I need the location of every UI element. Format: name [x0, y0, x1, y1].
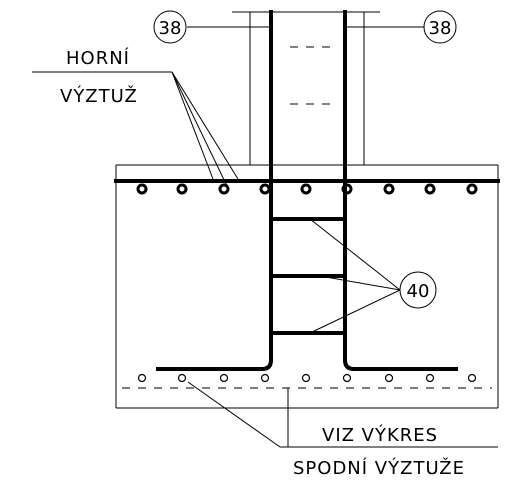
see-drawing-label: VIZ VÝKRES SPODNÍ VÝZTUŽE [187, 381, 498, 479]
tag-38-right: 38 [345, 10, 457, 44]
top-reinforcement-label: HORNÍ VÝZTUŽ [32, 47, 239, 187]
column-bar-left [156, 10, 273, 371]
tag-40-text: 40 [407, 281, 430, 302]
column-dashed-lines [290, 46, 330, 105]
tag-38-right-text: 38 [429, 18, 452, 39]
see-drawing-label-line1: VIZ VÝKRES [322, 424, 438, 446]
see-drawing-label-line2: SPODNÍ VÝZTUŽE [293, 457, 465, 479]
tag-40: 40 [309, 218, 437, 334]
bottom-cross-bars [137, 373, 477, 383]
tag-38-left-text: 38 [159, 18, 182, 39]
column-outline [232, 11, 380, 165]
column-bar-right [343, 10, 458, 371]
tag-38-left: 38 [153, 10, 272, 44]
top-cross-bars [136, 183, 478, 195]
slab-outline [115, 164, 499, 409]
top-reinforcement-label-line2: VÝZTUŽ [60, 85, 138, 107]
stirrups [271, 217, 345, 335]
top-reinforcement-label-line1: HORNÍ [66, 47, 130, 69]
